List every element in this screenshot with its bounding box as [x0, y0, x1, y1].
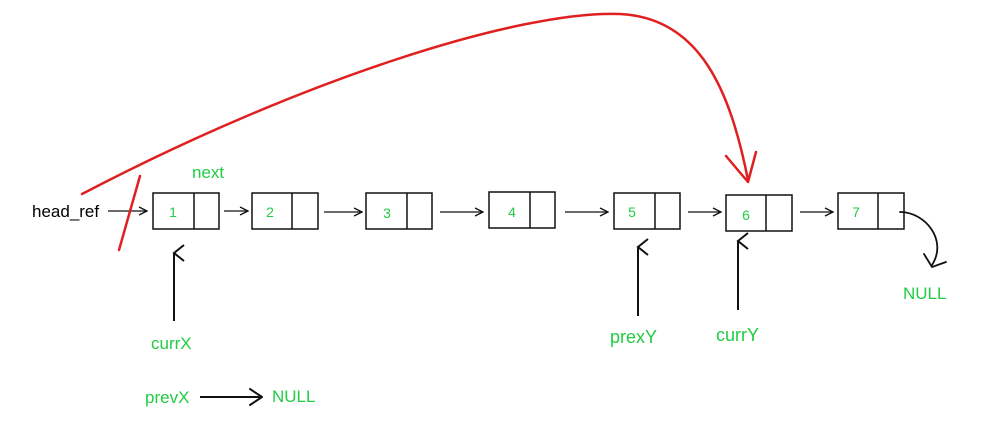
- red-curve-arrow: [80, 12, 750, 196]
- node-value: 3: [383, 205, 391, 221]
- curry-label: currY: [716, 325, 759, 345]
- strike-mark: [117, 174, 142, 252]
- null-end-label: NULL: [903, 284, 946, 303]
- node-4: 4: [488, 191, 556, 229]
- currx-label: currX: [151, 334, 192, 353]
- null-curve-arrow: [899, 211, 939, 266]
- node-value: 4: [508, 204, 516, 220]
- node-value: 7: [852, 204, 860, 220]
- prevx-label: prevX: [145, 388, 189, 407]
- head-ref-label: head_ref: [32, 202, 99, 221]
- node-value: 5: [628, 204, 636, 220]
- node-3: 3: [365, 192, 433, 230]
- node-6: 6: [725, 194, 793, 232]
- node-5: 5: [613, 192, 681, 230]
- node-2: 2: [251, 192, 319, 230]
- null-curve-arrowhead: [923, 253, 947, 268]
- node-7: 7: [837, 192, 905, 230]
- node-value: 1: [169, 204, 177, 220]
- node-value: 6: [742, 207, 750, 223]
- prevx-arrowhead: [249, 388, 263, 406]
- red-curve-arrowhead: [724, 150, 758, 184]
- node-1: 1: [152, 192, 220, 230]
- node-value: 2: [266, 204, 274, 220]
- prexy-label: prexY: [610, 327, 657, 347]
- next-label: next: [192, 163, 224, 182]
- null-prev-label: NULL: [272, 387, 315, 406]
